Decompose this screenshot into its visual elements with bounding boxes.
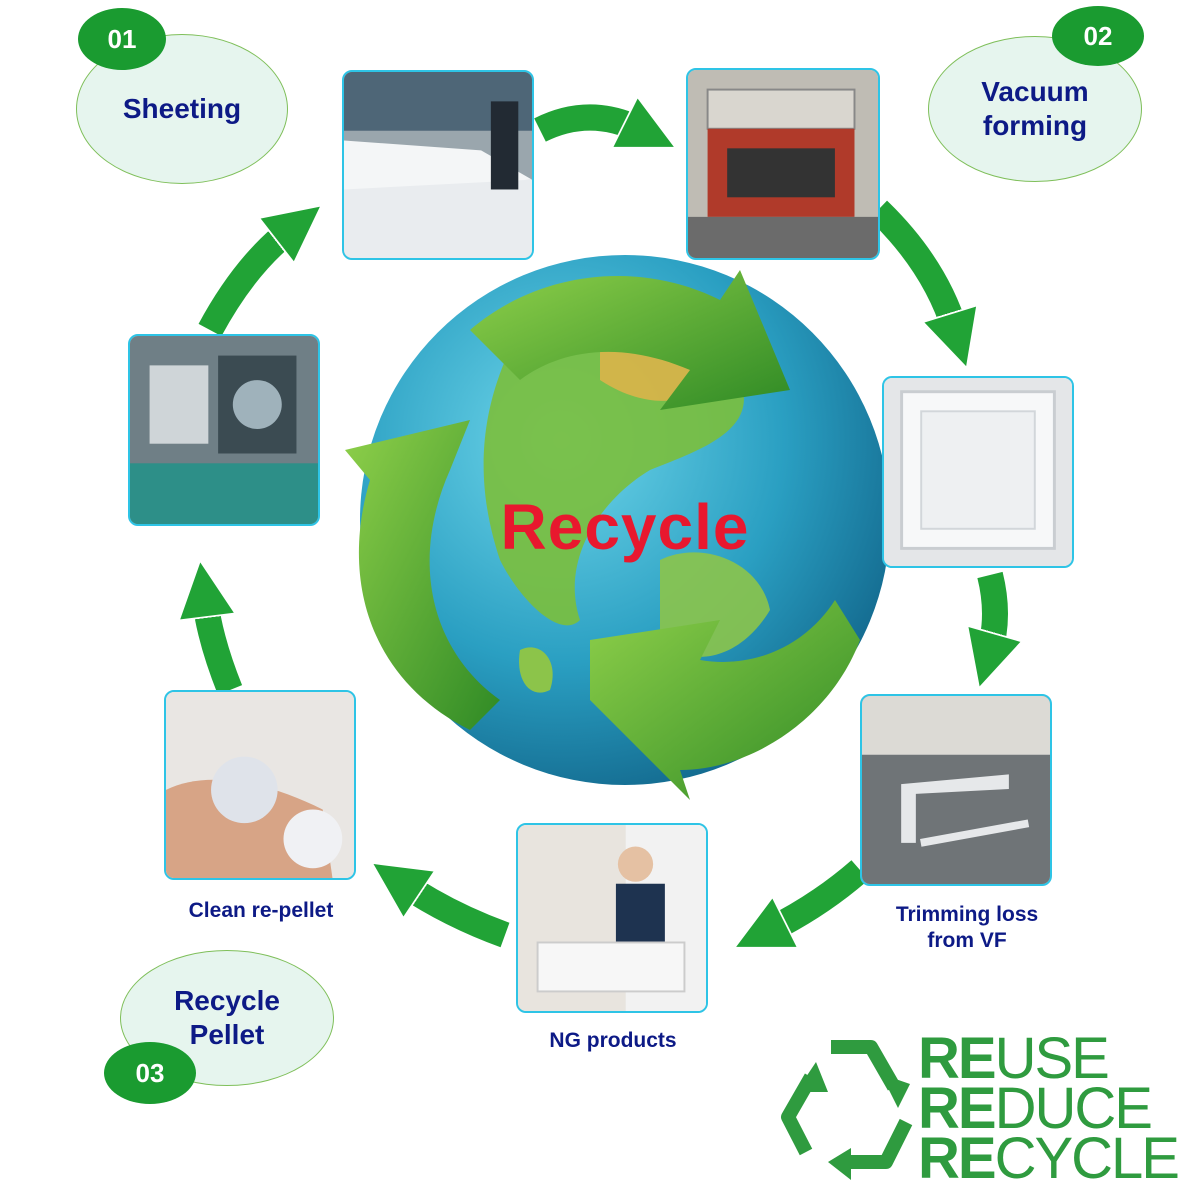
step-vacuum-forming-title-line1: Vacuum xyxy=(981,76,1089,108)
logo-recycle: RECYCLE xyxy=(918,1130,1180,1188)
arrow-tray-to-trimming xyxy=(990,571,995,650)
arrow-trimming-to-ng xyxy=(770,860,869,930)
arrow-vacuum-to-tray xyxy=(868,200,955,330)
extrusion-machine-photo xyxy=(128,334,320,526)
logo-reduce-rest: DUCE xyxy=(994,1076,1153,1141)
step-01-badge: 01 xyxy=(78,8,166,70)
trimming-loss-photo xyxy=(860,694,1052,886)
arrow-ng-to-pellet xyxy=(405,885,510,948)
caption-trimming-line2: from VF xyxy=(927,929,1007,953)
logo-reuse-bold: RE xyxy=(918,1026,997,1091)
logo-reduce-bold: RE xyxy=(918,1076,997,1141)
step-vacuum-forming-title-line2: forming xyxy=(982,110,1088,141)
step-recycle-pellet-title-line2: Pellet xyxy=(189,1019,265,1050)
step-sheeting-title: Sheeting xyxy=(122,93,242,125)
caption-trimming-line1: Trimming loss xyxy=(895,903,1039,926)
vacuum-formed-tray-photo xyxy=(882,376,1074,568)
vacuum-forming-photo xyxy=(686,68,880,260)
arrow-pellet-to-extruder xyxy=(205,600,243,695)
logo-reuse-rest: USE xyxy=(994,1026,1110,1091)
logo-reuse: REUSE xyxy=(918,1030,1110,1088)
clean-repellet-photo xyxy=(164,690,356,880)
caption-trimming-loss: Trimming loss from VF xyxy=(856,902,1078,955)
sheeting-photo xyxy=(342,70,534,260)
recycle-symbol-icon xyxy=(781,1040,913,1180)
logo-recycle-rest: CYCLE xyxy=(994,1126,1180,1191)
step-02-badge: 02 xyxy=(1052,6,1144,66)
arrow-extruder-to-sheeting xyxy=(198,230,290,337)
recycle-center-title: Recycle xyxy=(500,491,750,563)
step-03-badge: 03 xyxy=(104,1042,196,1104)
arrow-sheeting-to-vacuum xyxy=(534,118,640,131)
caption-ng-products: NG products xyxy=(549,1029,677,1052)
step-02-number: 02 xyxy=(1083,20,1113,51)
ng-products-photo xyxy=(516,823,708,1013)
step-recycle-pellet-title-line1: Recycle xyxy=(174,985,280,1017)
step-03-number: 03 xyxy=(135,1057,165,1088)
caption-clean-repellet: Clean re-pellet xyxy=(188,899,334,922)
logo-reduce: REDUCE xyxy=(918,1080,1153,1138)
step-01-number: 01 xyxy=(107,23,137,54)
logo-recycle-bold: RE xyxy=(918,1126,997,1191)
